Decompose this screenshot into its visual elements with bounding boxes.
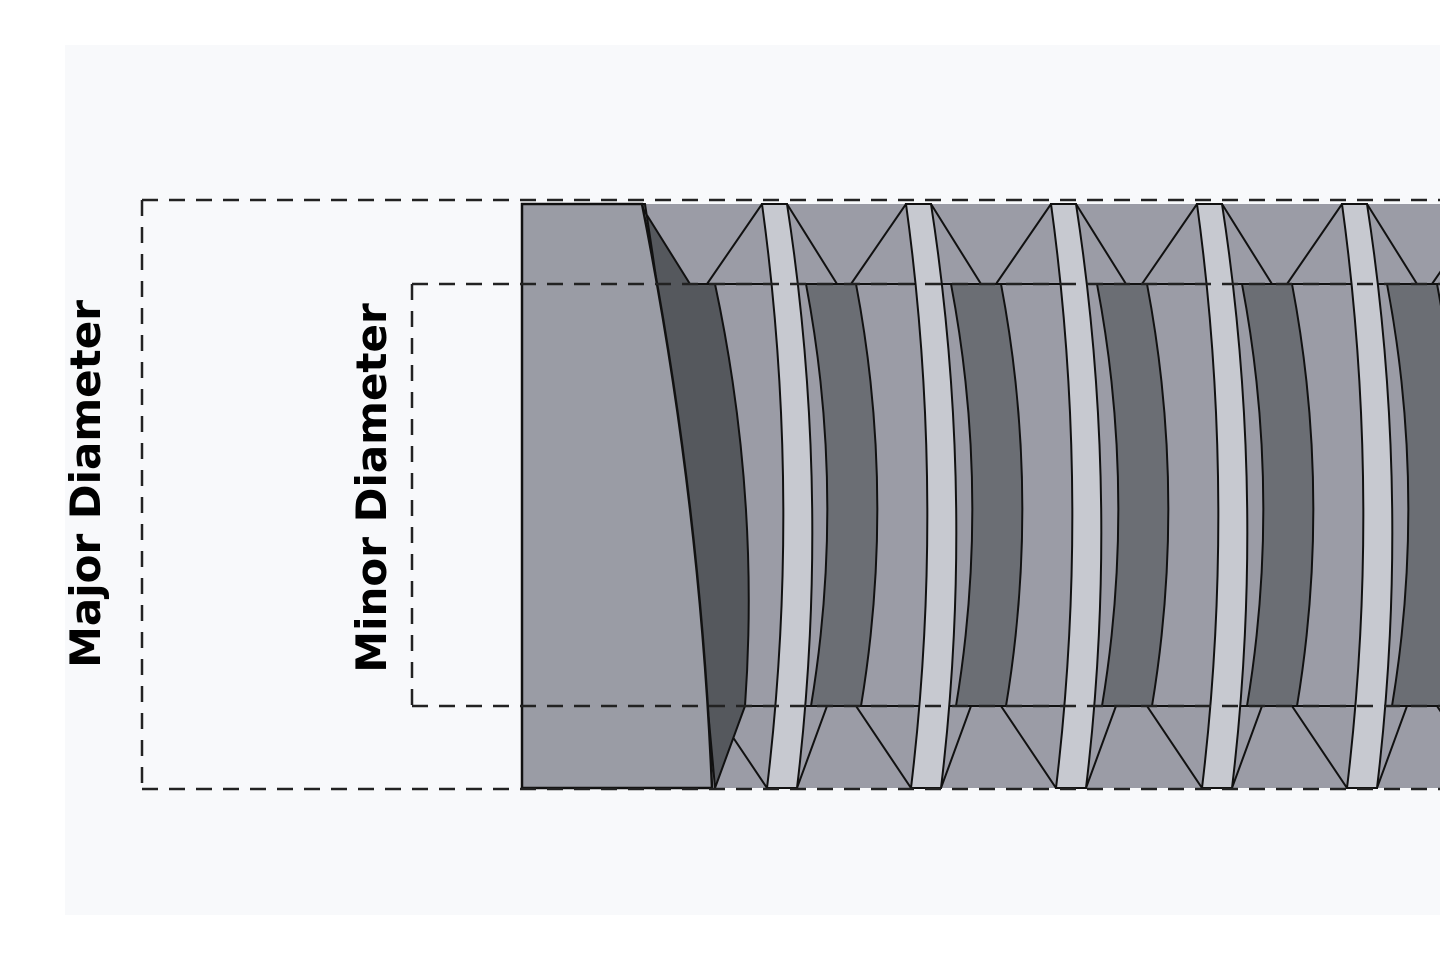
minor-diameter-label: Minor Diameter (347, 303, 396, 673)
major-diameter-label: Major Diameter (61, 300, 110, 668)
bolt-end-face (520, 202, 714, 790)
thread-shank (640, 204, 1440, 788)
thread-root (1385, 283, 1440, 707)
thread-crest (1049, 203, 1103, 789)
thread-crest (1340, 203, 1394, 789)
dimension-lines (140, 198, 1440, 791)
bolt-illustration (520, 202, 1440, 790)
thread-flank-top (1430, 270, 1440, 285)
